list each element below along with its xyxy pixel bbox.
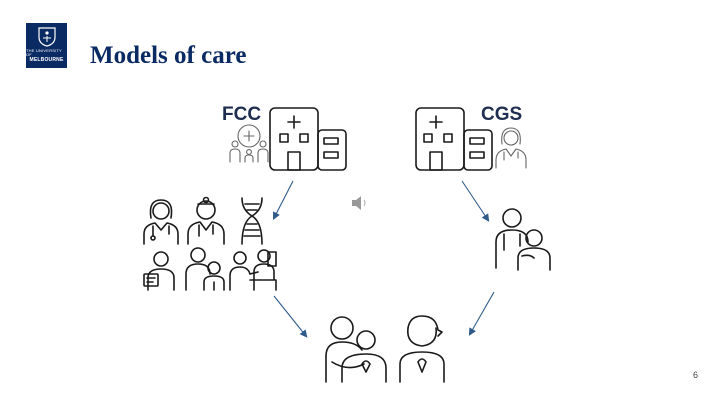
university-logo: THE UNIVERSITY OF MELBOURNE — [26, 23, 67, 68]
fcc-label: FCC — [222, 104, 262, 125]
cgs-label: CGS — [481, 104, 523, 125]
arrow-fcc-to-team — [272, 180, 294, 220]
male-doctor-icon — [187, 196, 225, 245]
page-number: 6 — [692, 370, 698, 380]
female-doctor-icon — [495, 127, 527, 169]
arrow-team-to-patient — [273, 295, 308, 338]
arrow-caregiver-to-patient — [468, 291, 495, 336]
hospital-icon-cgs — [415, 107, 493, 171]
speaker-icon[interactable] — [350, 194, 370, 212]
parent-child-icon — [185, 247, 225, 291]
hospital-icon — [269, 107, 347, 171]
logo-line-2: MELBOURNE — [29, 57, 64, 63]
logo-line-1: THE UNIVERSITY OF — [26, 48, 62, 57]
arrow-cgs-to-caregiver — [461, 180, 490, 222]
dna-icon — [241, 197, 263, 245]
counselor-icon — [143, 251, 175, 291]
patient-consultation-icon — [229, 249, 277, 291]
female-doctor-icon-2 — [143, 199, 179, 245]
family-group-icon — [229, 124, 269, 163]
caregiver-patient-icon — [495, 208, 551, 271]
slide-title: Models of care — [90, 42, 247, 69]
crest-icon — [37, 27, 56, 47]
patient-family-icon — [325, 315, 445, 383]
